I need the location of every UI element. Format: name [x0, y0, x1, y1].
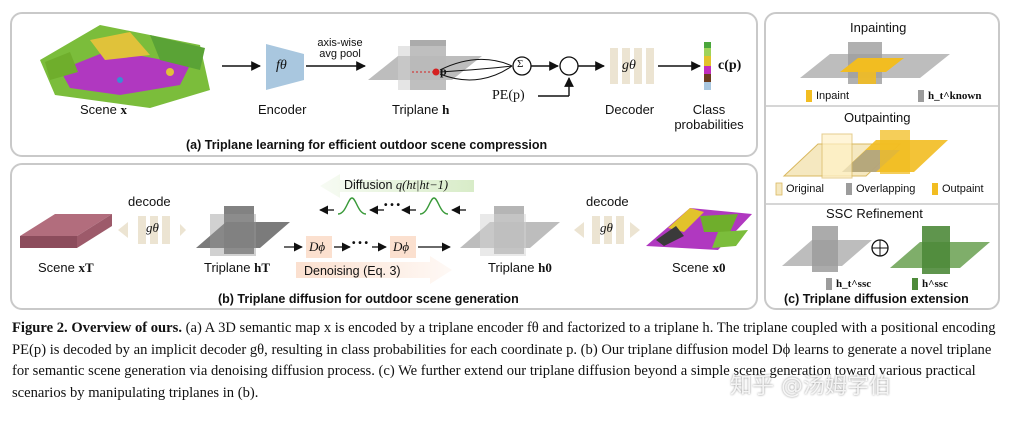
- output-cp-label: c(p): [718, 58, 742, 73]
- denoiser-block-1: [306, 236, 332, 258]
- scene-x-label: Scene x: [80, 102, 127, 117]
- outpaint-swatch: [932, 183, 938, 195]
- triplane-hT-label: Triplane hT: [204, 260, 271, 275]
- diffusion-dots: • • •: [384, 200, 401, 211]
- known-legend: h_t^known: [928, 90, 982, 102]
- original-swatch: [775, 182, 783, 196]
- decoder-symbol-b-right: gθ: [600, 220, 613, 235]
- sum-symbol: Σ: [517, 58, 524, 70]
- diffusion-label: Diffusion q(ht|ht−1): [344, 178, 449, 192]
- denoiser-block-2: [390, 236, 416, 258]
- add-node: [559, 56, 579, 76]
- outpaint-legend: Outpaint: [942, 183, 984, 195]
- outpainting-title: Outpainting: [844, 110, 911, 125]
- encoder-label: Encoder: [258, 102, 307, 117]
- h-ssc-legend: h^ssc: [922, 278, 948, 290]
- ssc-title: SSC Refinement: [826, 206, 923, 221]
- class-probability-bar: [704, 42, 711, 90]
- scene-x0-label: Scene x0: [672, 260, 726, 275]
- denoising-dots: • • •: [352, 238, 369, 249]
- h-ssc-swatch: [912, 278, 918, 290]
- denoiser-symbol-1: Dϕ: [309, 239, 326, 254]
- panel-c-caption: (c) Triplane diffusion extension: [778, 292, 975, 306]
- inpaint-swatch: [806, 90, 812, 102]
- ssc-triplane-gray: [782, 226, 872, 272]
- ht-ssc-legend: h_t^ssc: [836, 278, 872, 290]
- triplane-h: [368, 40, 482, 90]
- decode-left-label: decode: [128, 194, 171, 209]
- decoder-symbol-b-left: gθ: [146, 220, 159, 235]
- decoder-label: Decoder: [605, 102, 655, 117]
- outpainting-triplane: [782, 130, 948, 179]
- ht-ssc-swatch: [826, 278, 832, 290]
- panel-a-caption: (a) Triplane learning for efficient outd…: [180, 138, 554, 152]
- triplane-hT: [196, 206, 290, 256]
- decode-right-label: decode: [586, 194, 629, 209]
- decoder-block-a: [610, 48, 654, 84]
- figure-caption: Figure 2. Overview of ours. (a) A 3D sem…: [12, 318, 1004, 404]
- encoder-symbol: fθ: [276, 58, 287, 73]
- denoising-arrow: [296, 256, 452, 284]
- inpainting-title: Inpainting: [850, 20, 907, 35]
- denoiser-symbol-2: Dϕ: [393, 239, 410, 254]
- overlapping-swatch: [846, 183, 852, 195]
- figure-title: Overview of ours.: [71, 320, 182, 336]
- original-legend: Original: [786, 183, 824, 195]
- scene-x0-image: [646, 208, 752, 250]
- point-p-label: p: [440, 64, 447, 78]
- inpainting-triplane: [800, 42, 950, 84]
- triplane-h0-label: Triplane h0: [488, 260, 552, 275]
- scene-xT-label: Scene xT: [38, 260, 94, 275]
- panel-b-caption: (b) Triplane diffusion for outdoor scene…: [212, 292, 525, 306]
- triplane-h0: [460, 206, 560, 256]
- denoising-label: Denoising (Eq. 3): [304, 264, 401, 278]
- decoder-block-b-right: [592, 216, 624, 244]
- inpaint-legend: Inpaint: [816, 90, 850, 102]
- overlapping-legend: Overlapping: [856, 183, 916, 195]
- decoder-block-b-left: [138, 216, 170, 244]
- scene-xT-image: [20, 214, 112, 248]
- known-swatch: [918, 90, 924, 102]
- encoder-block: [266, 44, 304, 90]
- figure-label: Figure 2.: [12, 320, 68, 336]
- pe-label: PE(p): [492, 88, 525, 103]
- figure-body: (a) A 3D semantic map x is encoded by a …: [12, 320, 996, 401]
- triplane-h-label: Triplane h: [392, 102, 450, 117]
- ssc-triplane-green: [890, 226, 990, 274]
- decoder-symbol-a: gθ: [622, 58, 636, 73]
- scene-x-image: [40, 25, 210, 108]
- diffusion-arrow: [320, 174, 474, 198]
- watermark: 知乎 @汤姆字伯: [730, 374, 891, 399]
- diagram-canvas: [20, 25, 998, 290]
